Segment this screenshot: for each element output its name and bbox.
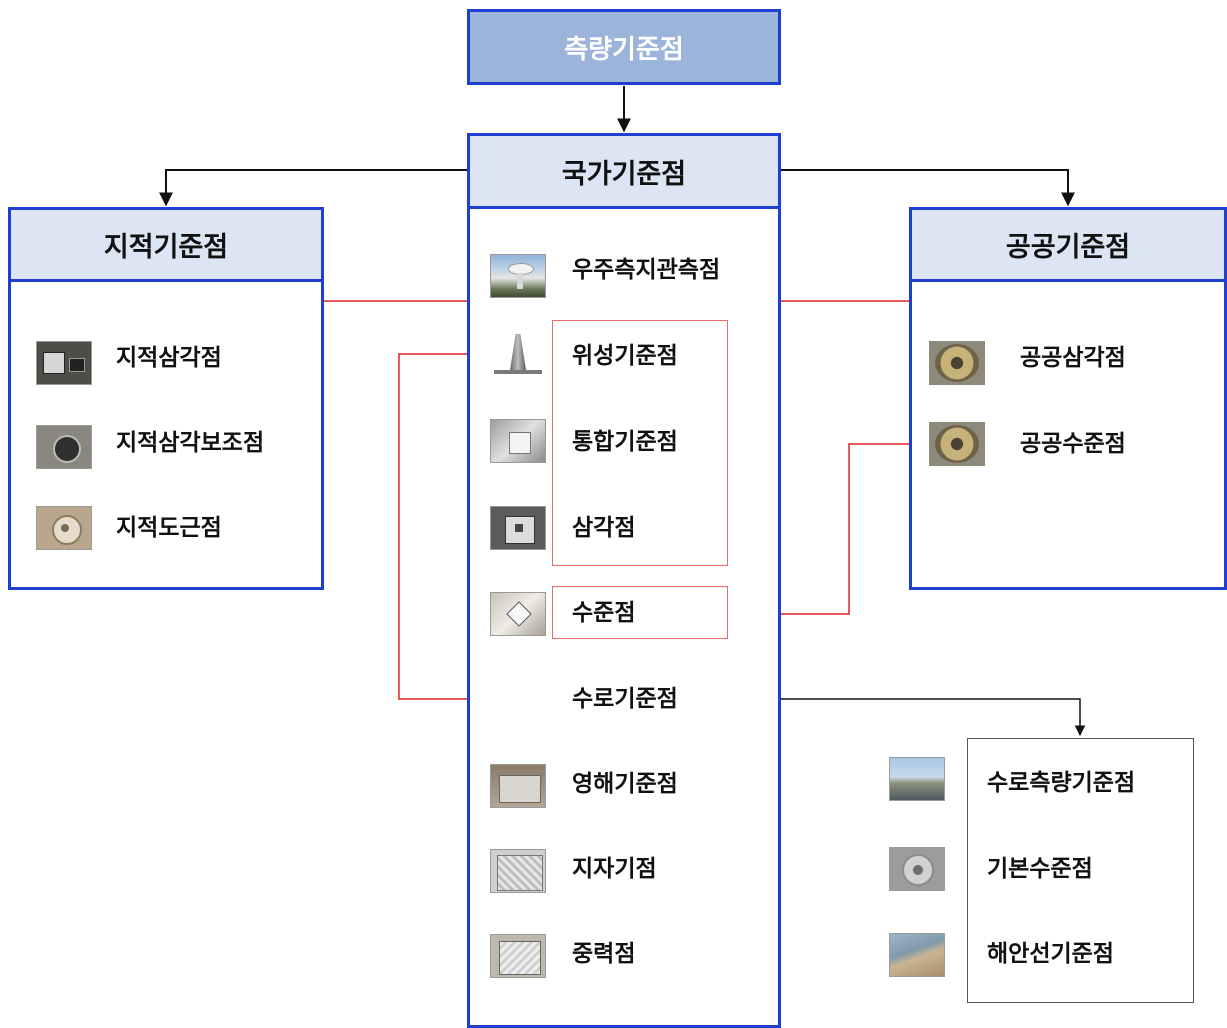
hydro-item-basic-benchmark: 기본수준점 bbox=[987, 856, 1093, 882]
arrow-national-to-cadastral bbox=[159, 169, 467, 207]
national-header: 국가기준점 bbox=[470, 136, 778, 209]
unified-marker-photo-icon bbox=[490, 419, 546, 463]
geomagnetic-marker-photo-icon bbox=[490, 849, 546, 893]
cadastral-header: 지적기준점 bbox=[11, 210, 321, 282]
territorial-sea-marker-photo-icon bbox=[490, 764, 546, 808]
public-header: 공공기준점 bbox=[912, 210, 1224, 282]
hydro-item-survey-reference: 수로측량기준점 bbox=[987, 770, 1136, 796]
public-item-triangulation: 공공삼각점 bbox=[1020, 345, 1126, 371]
cadastral-title: 지적기준점 bbox=[103, 232, 229, 263]
national-item-geomagnetic: 지자기점 bbox=[572, 856, 657, 882]
radio-telescope-photo-icon bbox=[490, 254, 546, 298]
cadastral-item-traverse: 지적도근점 bbox=[116, 515, 222, 541]
group-box-benchmark bbox=[552, 586, 728, 639]
national-title: 국가기준점 bbox=[561, 158, 687, 190]
public-title: 공공기준점 bbox=[1005, 232, 1131, 263]
root-node: 측량기준점 bbox=[467, 9, 781, 85]
national-item-benchmark: 수준점 bbox=[572, 600, 636, 626]
cadastral-item-aux-triangulation: 지적삼각보조점 bbox=[116, 430, 265, 456]
cadastral-traverse-marker-photo-icon bbox=[36, 506, 92, 550]
hydro-item-coastline-reference: 해안선기준점 bbox=[987, 941, 1114, 967]
benchmark-marker-photo-icon bbox=[490, 592, 546, 636]
national-item-unified: 통합기준점 bbox=[572, 429, 678, 455]
coastline-photo-icon bbox=[889, 757, 945, 801]
public-item-benchmark: 공공수준점 bbox=[1020, 431, 1126, 457]
national-item-space-geodetic: 우주측지관측점 bbox=[572, 257, 721, 283]
tidal-benchmark-disc-photo-icon bbox=[889, 847, 945, 891]
cadastral-aux-marker-photo-icon bbox=[36, 425, 92, 469]
national-item-territorial-sea: 영해기준점 bbox=[572, 771, 678, 797]
arrow-national-to-public bbox=[781, 169, 1075, 207]
arrow-hydro-to-list bbox=[700, 698, 1086, 737]
satellite-station-pillar-photo-icon bbox=[490, 332, 546, 376]
shoreline-photo-icon bbox=[889, 933, 945, 977]
public-benchmark-disc-photo-icon bbox=[929, 422, 985, 466]
public-triangulation-disc-photo-icon bbox=[929, 341, 985, 385]
national-item-triangulation: 삼각점 bbox=[572, 515, 636, 541]
national-item-hydrographic: 수로기준점 bbox=[572, 686, 678, 712]
national-item-satellite: 위성기준점 bbox=[572, 343, 678, 369]
gravity-marker-photo-icon bbox=[490, 934, 546, 978]
triangulation-marker-photo-icon bbox=[490, 506, 546, 550]
root-label: 측량기준점 bbox=[564, 34, 684, 65]
group-box-triangulation-types bbox=[552, 320, 728, 566]
national-item-gravity: 중력점 bbox=[572, 941, 636, 967]
hydro-list-box bbox=[967, 738, 1194, 1003]
cadastral-item-triangulation: 지적삼각점 bbox=[116, 345, 222, 371]
cadastral-triangulation-photo-icon bbox=[36, 341, 92, 385]
